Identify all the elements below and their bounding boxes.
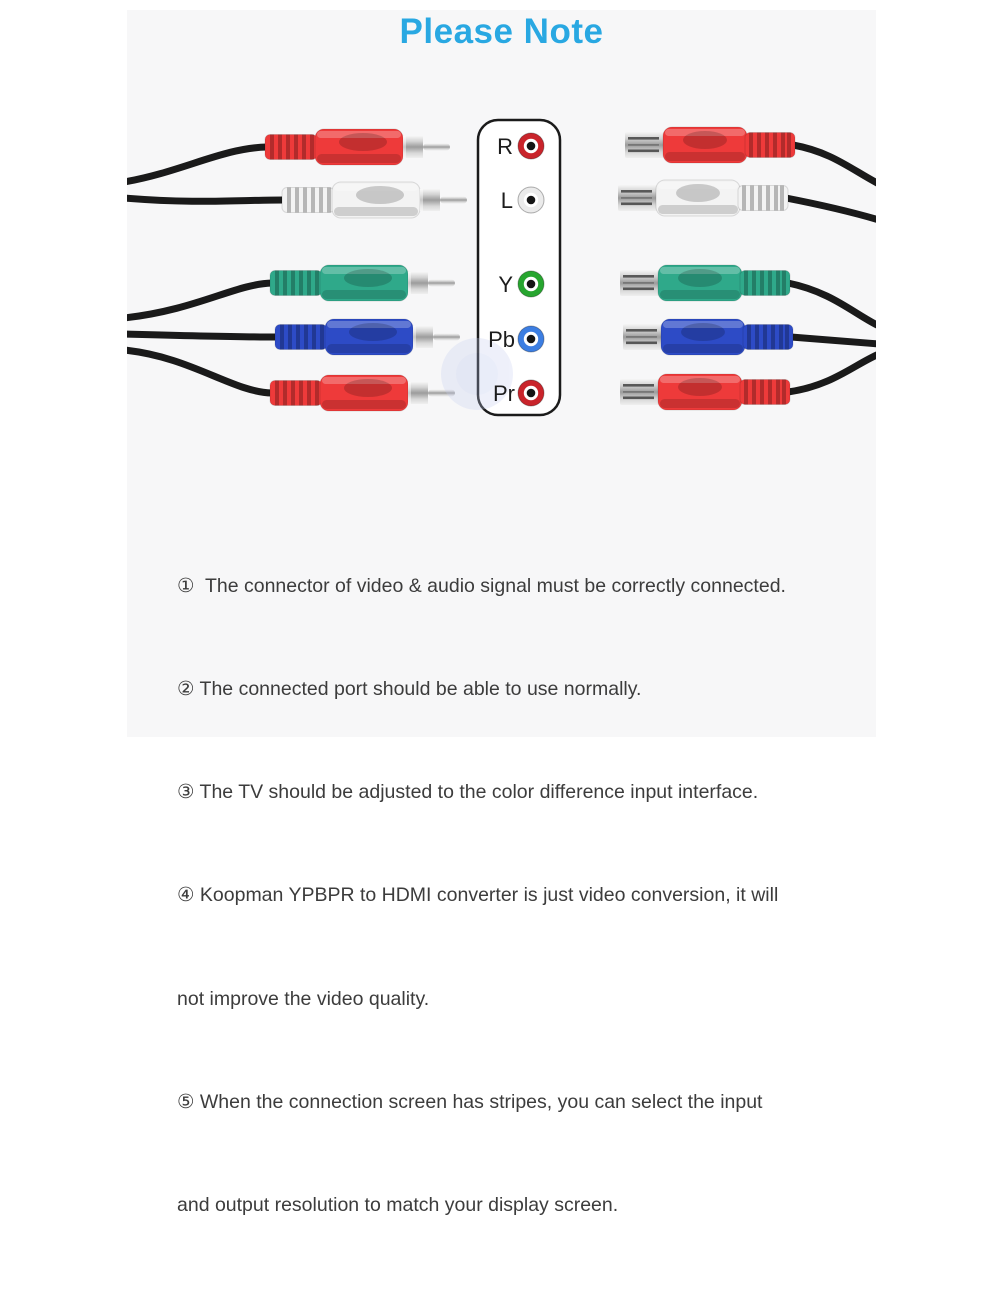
port-label: Y bbox=[498, 272, 513, 297]
port-panel: R L Y bbox=[441, 118, 562, 417]
note-item-2: ② The connected port should be able to u… bbox=[177, 678, 642, 701]
cable-line bbox=[787, 333, 876, 348]
page-title: Please Note bbox=[399, 12, 604, 51]
female-jack-green-y bbox=[619, 264, 791, 302]
port-ring bbox=[517, 186, 545, 214]
female-jack-red-pr bbox=[619, 373, 791, 411]
note-card: Please Note bbox=[127, 10, 876, 1216]
note-item-5: ⑤ When the connection screen has stripes… bbox=[177, 1090, 763, 1113]
right-cables bbox=[782, 141, 876, 396]
cable-line bbox=[784, 279, 876, 329]
port-ring bbox=[517, 325, 545, 353]
note-item-3: ③ The TV should be adjusted to the color… bbox=[177, 781, 759, 804]
cable-line bbox=[127, 143, 271, 185]
left-cables bbox=[127, 143, 288, 397]
port-r: R bbox=[497, 132, 545, 160]
port-ring bbox=[517, 379, 545, 407]
note-item-1: ① The connector of video & audio signal … bbox=[177, 574, 786, 597]
note-item-5-cont: and output resolution to match your disp… bbox=[177, 1194, 619, 1217]
cable-line bbox=[127, 330, 281, 341]
port-pb: Pb bbox=[488, 325, 545, 353]
female-jack-white-audio bbox=[617, 179, 789, 217]
cable-line bbox=[127, 346, 276, 397]
male-plug-green-y bbox=[269, 264, 456, 302]
cable-line bbox=[127, 194, 288, 205]
cable-line bbox=[782, 194, 876, 223]
watermark bbox=[441, 338, 513, 410]
port-l: L bbox=[501, 186, 545, 214]
female-jack-red-audio bbox=[624, 126, 796, 164]
port-ring bbox=[517, 132, 545, 160]
female-jack-blue-pb bbox=[622, 318, 794, 356]
note-item-4: ④ Koopman YPBPR to HDMI converter is jus… bbox=[177, 884, 779, 907]
port-ring bbox=[517, 270, 545, 298]
port-label: Pr bbox=[493, 381, 515, 406]
cable-line bbox=[789, 141, 876, 187]
port-label: L bbox=[501, 188, 513, 213]
male-plug-red-audio bbox=[264, 128, 451, 166]
port-y: Y bbox=[498, 270, 545, 298]
cable-line bbox=[784, 351, 876, 396]
male-plug-white-audio bbox=[281, 181, 468, 219]
port-label: R bbox=[497, 134, 513, 159]
male-plug-blue-pb bbox=[274, 318, 461, 356]
cable-line bbox=[127, 279, 276, 322]
port-pr: Pr bbox=[493, 379, 545, 407]
note-item-4-cont: not improve the video quality. bbox=[177, 987, 430, 1010]
male-plug-red-pr bbox=[269, 374, 456, 412]
port-label: Pb bbox=[488, 327, 515, 352]
notes-list: ① The connector of video & audio signal … bbox=[177, 500, 857, 1291]
